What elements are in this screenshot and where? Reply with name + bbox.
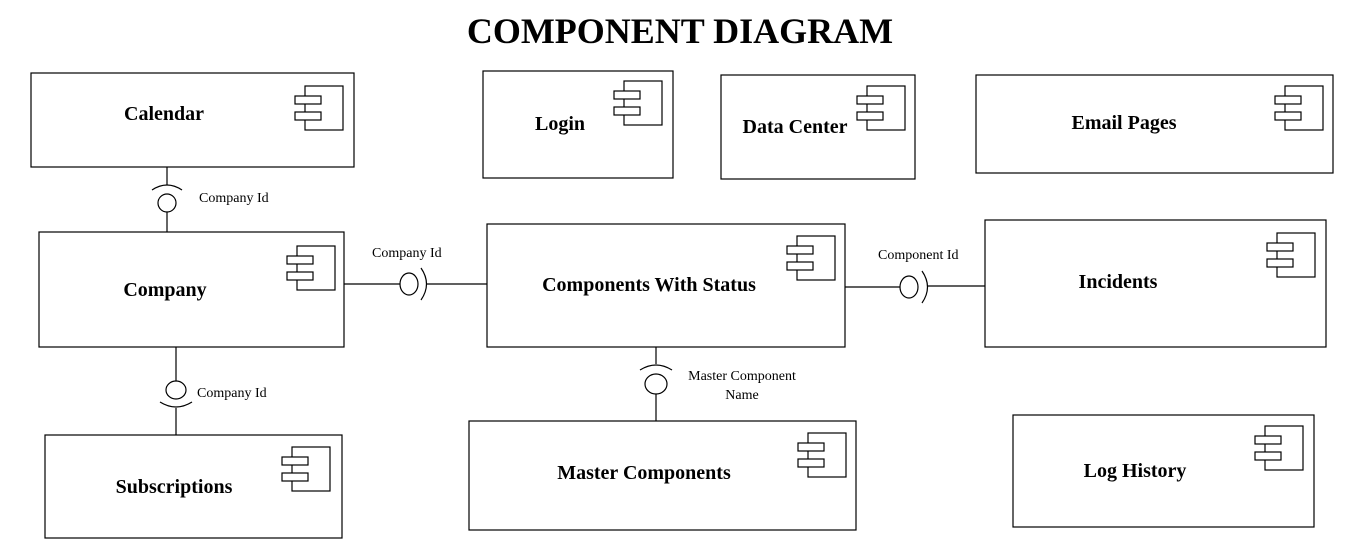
socket-icon bbox=[420, 267, 428, 301]
component-label: Subscriptions bbox=[116, 476, 233, 498]
component-label: Log History bbox=[1084, 460, 1187, 482]
interface-calendar-company: Company Id bbox=[151, 167, 269, 232]
component-company: Company bbox=[38, 231, 345, 348]
component-master-components: Master Components bbox=[468, 420, 857, 531]
component-components-with-status: Components With Status bbox=[486, 223, 846, 348]
lollipop-icon bbox=[399, 272, 419, 296]
component-subscriptions: Subscriptions bbox=[44, 434, 343, 539]
interface-label: Company Id bbox=[197, 386, 267, 401]
component-calendar: Calendar bbox=[30, 72, 355, 168]
component-label: Master Components bbox=[557, 462, 731, 484]
component-label: Company bbox=[123, 279, 206, 301]
interface-label-line2: Name bbox=[725, 388, 758, 403]
component-label: Calendar bbox=[124, 103, 204, 125]
interface-company-components: Company Id bbox=[344, 246, 487, 301]
socket-icon bbox=[159, 401, 193, 408]
diagram-title: COMPONENT DIAGRAM bbox=[467, 11, 893, 51]
lollipop-icon bbox=[165, 380, 187, 400]
component-label: Incidents bbox=[1079, 271, 1158, 293]
component-label: Email Pages bbox=[1072, 112, 1177, 134]
component-data-center: Data Center bbox=[720, 74, 916, 180]
socket-icon bbox=[151, 184, 183, 191]
lollipop-icon bbox=[644, 373, 668, 395]
interface-company-subscriptions: Company Id bbox=[159, 347, 267, 435]
socket-icon bbox=[639, 364, 673, 371]
component-label: Components With Status bbox=[542, 274, 756, 296]
lollipop-icon bbox=[899, 275, 919, 299]
lollipop-icon bbox=[157, 193, 177, 213]
interface-components-incidents: Component Id bbox=[845, 248, 985, 304]
interface-label: Company Id bbox=[372, 246, 442, 261]
component-label: Data Center bbox=[743, 116, 848, 138]
component-login: Login bbox=[482, 70, 674, 179]
interface-label-line1: Master Component bbox=[688, 369, 796, 384]
interface-components-master: Master Component Name bbox=[639, 347, 796, 421]
component-log-history: Log History bbox=[1012, 414, 1315, 528]
interface-label: Company Id bbox=[199, 191, 269, 206]
component-incidents: Incidents bbox=[984, 219, 1327, 348]
component-email-pages: Email Pages bbox=[975, 74, 1334, 174]
socket-icon bbox=[921, 270, 929, 304]
interface-label: Component Id bbox=[878, 248, 959, 263]
component-label: Login bbox=[535, 113, 585, 135]
